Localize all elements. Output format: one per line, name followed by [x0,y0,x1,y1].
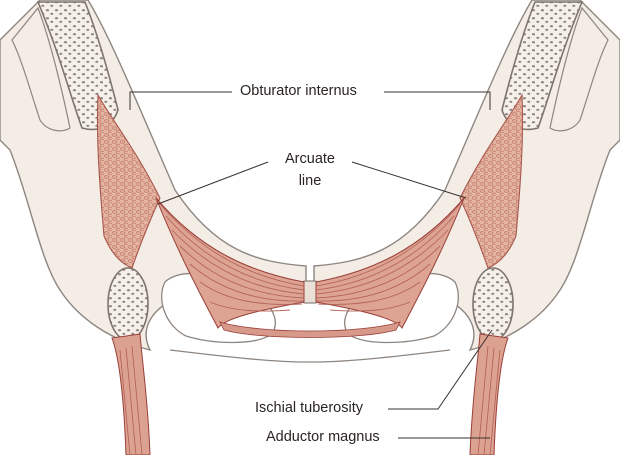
label-arcuate: Arcuate [282,151,338,168]
left-adductor-magnus [112,334,150,455]
label-adductor-magnus: Adductor magnus [266,429,380,446]
leader-arcuate-left [158,162,268,204]
label-obturator-internus: Obturator internus [240,83,357,100]
leader-obturator-left [130,92,232,110]
label-line: line [282,173,338,190]
lower-pubic-ramus [170,350,450,362]
left-ischial-tuberosity [108,268,148,340]
right-ischial-tuberosity [473,268,513,340]
label-ischial-tuberosity: Ischial tuberosity [255,400,363,417]
leader-obturator-right [384,92,490,110]
right-adductor-magnus [470,334,508,455]
